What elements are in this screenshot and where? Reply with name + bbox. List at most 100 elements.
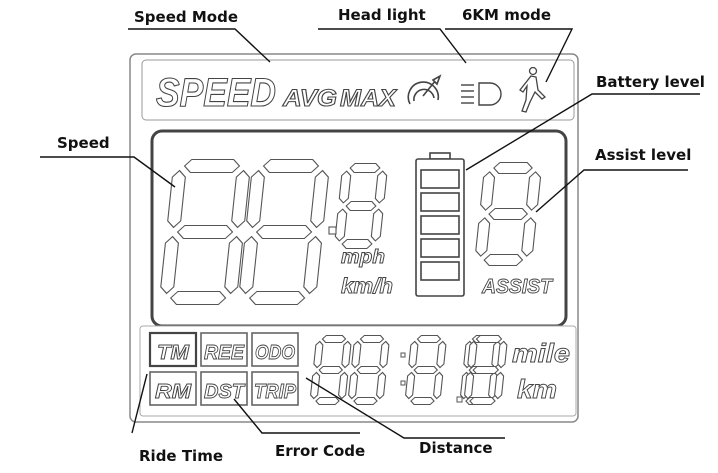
leader-head-light xyxy=(318,28,467,64)
mode-box-trip xyxy=(251,371,299,406)
odometer-digit-2-segment-4 xyxy=(379,340,390,369)
assist-label: ASSIST xyxy=(481,276,554,298)
speed-digit-1-segment-2 xyxy=(169,290,227,306)
odometer-digit-5-segment-3 xyxy=(467,340,478,369)
mode-dst: DST xyxy=(204,381,246,403)
unit-mph: mph xyxy=(341,247,385,268)
mode-box-tm xyxy=(148,331,198,368)
mode-ree: REE xyxy=(204,342,245,364)
speed-digit-decimal-segment-4 xyxy=(374,170,388,204)
top-panel xyxy=(141,59,575,121)
odometer-digit-1-segment-0 xyxy=(321,334,347,344)
leader-battery-level xyxy=(465,93,700,171)
unit-km: km xyxy=(517,374,557,404)
leader-error-code xyxy=(233,398,360,434)
assist-digit-segment-1 xyxy=(488,207,529,221)
speed-digit-2-segment-5 xyxy=(239,235,258,295)
speed-digit-decimal-segment-5 xyxy=(334,208,348,242)
odometer-digit-1-segment-2 xyxy=(315,396,340,406)
odometer-digit-5-segment-0 xyxy=(475,334,503,344)
mode-box-ree xyxy=(200,332,248,367)
leader-speed-mode xyxy=(128,28,271,63)
assist-digit-segment-6 xyxy=(521,217,537,257)
mode-odo: ODO xyxy=(255,342,295,364)
odometer-digit-2-segment-0 xyxy=(359,334,385,344)
walking-person-icon xyxy=(519,66,547,113)
leader-distance xyxy=(305,377,505,439)
odometer-digit-5 xyxy=(464,334,508,406)
avg-label: AVG xyxy=(282,85,337,112)
leader-speed xyxy=(40,156,176,188)
odometer-digit-3-segment-5 xyxy=(405,371,416,400)
speed-digit-1-segment-6 xyxy=(224,235,243,295)
speed-digit-1-segment-4 xyxy=(231,169,250,229)
mode-box-odo xyxy=(251,332,299,367)
assist-digit-segment-3 xyxy=(480,171,496,211)
odometer-digit-2-segment-3 xyxy=(351,340,362,369)
odometer-digit-1-segment-1 xyxy=(318,365,344,375)
speed-digit-1-segment-5 xyxy=(160,235,179,295)
odometer-digit-3-segment-6 xyxy=(433,371,444,400)
odometer-digit-1-segment-5 xyxy=(310,371,321,400)
odometer-digit-2-segment-6 xyxy=(376,371,387,400)
odometer-digit-2 xyxy=(348,334,390,406)
odometer-separators xyxy=(400,352,463,403)
callout-error-code: Error Code xyxy=(275,442,366,460)
speed-digit-1-segment-0 xyxy=(183,158,241,174)
assist-digit xyxy=(475,161,542,267)
assist-digit-segment-2 xyxy=(483,253,524,267)
callout-assist-level: Assist level xyxy=(595,146,692,164)
speed-digit-2-segment-4 xyxy=(310,169,329,229)
speed-digit-2-segment-3 xyxy=(246,169,265,229)
speed-digit-decimal xyxy=(334,162,388,250)
battery-icon xyxy=(415,152,465,297)
callout-distance: Distance xyxy=(419,439,493,457)
odometer-digit-1 xyxy=(310,334,352,406)
assist-digit-segment-0 xyxy=(493,161,533,175)
mode-tm: TM xyxy=(157,342,190,364)
speed-digit-1 xyxy=(160,158,250,306)
callout-speed-mode: Speed Mode xyxy=(134,8,238,26)
callout-battery-level: Battery level xyxy=(596,73,705,91)
callout-speed: Speed xyxy=(57,134,110,152)
speed-digit-2 xyxy=(239,158,329,306)
odometer-digit-3-segment-1 xyxy=(413,365,439,375)
odometer-digit-3-segment-0 xyxy=(416,334,442,344)
odometer-digit-1-segment-3 xyxy=(313,340,324,369)
speedometer-icon xyxy=(407,74,442,105)
odometer-digit-2-segment-5 xyxy=(348,371,359,400)
odometer-digit-1-segment-6 xyxy=(338,371,349,400)
speed-digit-2-segment-6 xyxy=(303,235,322,295)
odometer-digit-5-segment-5 xyxy=(464,371,475,400)
leader-6km-mode xyxy=(445,28,574,83)
speed-digit-decimal-segment-6 xyxy=(370,208,384,242)
speed-digit-2-segment-1 xyxy=(255,224,313,240)
mode-box-rm xyxy=(149,371,197,406)
speed-digit-decimal-segment-2 xyxy=(341,238,373,250)
odometer-digit-5-segment-6 xyxy=(494,371,505,400)
unit-kmh: km/h xyxy=(341,275,393,298)
leader-ride-time xyxy=(131,373,148,434)
odometer-digit-1-segment-4 xyxy=(341,340,352,369)
callout-6km-mode: 6KM mode xyxy=(462,6,552,24)
speed-digit-2-segment-0 xyxy=(262,158,320,174)
speed-digit-decimal-segment-3 xyxy=(338,170,352,204)
speed-digit-1-segment-1 xyxy=(176,224,234,240)
mode-indicators xyxy=(148,331,299,406)
odometer-digit-3-segment-3 xyxy=(408,340,419,369)
mode-rm: RM xyxy=(155,381,193,403)
mode-trip: TRIP xyxy=(254,381,297,403)
assist-digit-segment-4 xyxy=(526,171,542,211)
assist-digit-segment-5 xyxy=(475,217,491,257)
unit-mile: mile xyxy=(512,338,570,368)
odometer-digit-3 xyxy=(405,334,447,406)
callout-ride-time: Ride Time xyxy=(139,447,224,465)
speed-digit-decimal-segment-0 xyxy=(349,162,381,174)
leader-lines xyxy=(40,28,700,439)
odometer-digit-5-segment-1 xyxy=(472,365,500,375)
speed-decimal-point xyxy=(328,226,337,235)
speed-digit-2-segment-2 xyxy=(248,290,306,306)
odometer-digit-2-segment-1 xyxy=(356,365,382,375)
leader-assist-level xyxy=(535,169,688,213)
